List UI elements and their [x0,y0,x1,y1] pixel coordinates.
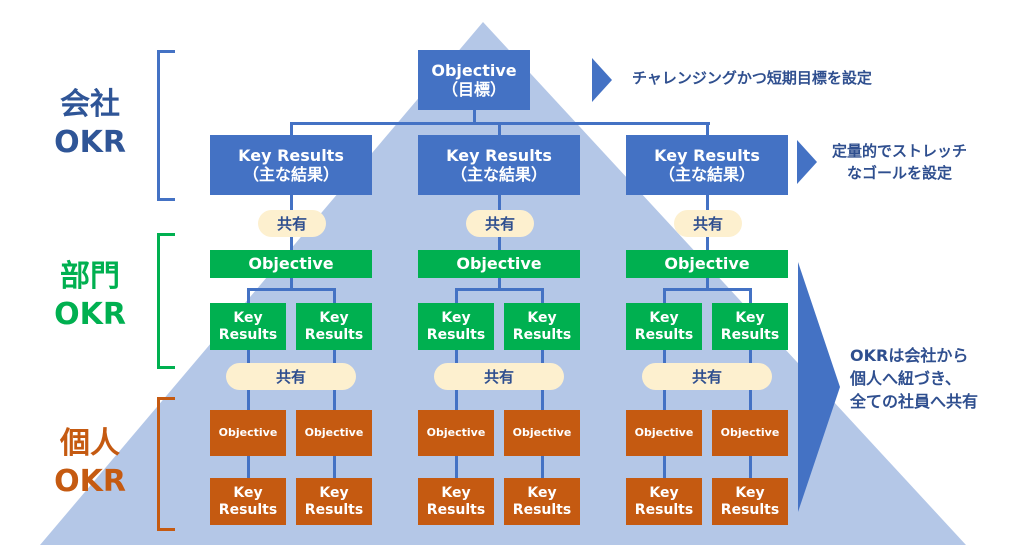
department-kr-line1: Key [649,309,679,326]
connector [706,278,709,290]
company-kr-title: Key Results [446,145,552,165]
individual-objective-box: Objective [712,410,788,456]
share-pill: 共有 [434,363,564,390]
individual-objective-box: Objective [626,410,702,456]
individual-kr-line2: Results [512,501,572,518]
share-pill: 共有 [642,363,772,390]
department-kr-line2: Results [426,326,486,343]
department-label-line1: 部門 [60,259,120,294]
cascade-note-line1: OKRは会社から [850,346,969,365]
individual-objective-box: Objective [296,410,372,456]
connector [455,288,544,291]
company-kr-subtitle: （主な結果） [450,165,547,184]
connector [290,278,293,290]
department-kr-line1: Key [441,309,471,326]
department-kr-line2: Results [720,326,780,343]
connector [498,278,501,290]
department-bracket [157,233,175,369]
individual-objective-box: Objective [418,410,494,456]
individual-kr-line2: Results [720,501,780,518]
connector [247,288,336,291]
company-bracket [157,50,175,201]
company-key-results-box: Key Results（主な結果） [418,135,580,195]
department-objective-box: Objective [626,250,788,278]
department-kr-line1: Key [527,309,557,326]
company-objective-subtitle: （目標） [441,80,506,99]
individual-okr-label: 個人 OKR [45,425,135,500]
individual-label-line2: OKR [54,463,126,499]
connector [706,122,709,135]
connector [663,288,752,291]
individual-objective-box: Objective [210,410,286,456]
department-okr-label: 部門 OKR [45,258,135,333]
individual-label-line1: 個人 [60,426,120,461]
company-kr-subtitle: （主な結果） [242,165,339,184]
department-objective-box: Objective [210,250,372,278]
company-label-line2: OKR [54,124,126,160]
objective-arrow-icon [592,58,612,102]
company-label-line1: 会社 [60,87,120,122]
department-kr-line1: Key [735,309,765,326]
department-kr-line2: Results [304,326,364,343]
cascade-arrow-icon [798,262,840,512]
department-kr-line2: Results [218,326,278,343]
individual-kr-line1: Key [527,484,557,501]
company-objective-title: Objective [431,60,517,80]
individual-kr-line1: Key [441,484,471,501]
department-kr-line2: Results [634,326,694,343]
cascade-note-line3: 全ての社員へ共有 [850,392,979,412]
connector [290,122,293,135]
individual-kr-line1: Key [735,484,765,501]
cascade-note: OKRは会社から 個人へ紐づき、 全ての社員へ共有 [850,344,978,414]
individual-kr-line2: Results [426,501,486,518]
individual-kr-line1: Key [233,484,263,501]
company-objective-box: Objective （目標） [418,50,530,110]
individual-kr-line1: Key [319,484,349,501]
individual-kr-line2: Results [634,501,694,518]
kr-arrow-icon [797,140,817,184]
cascade-note-line2: 個人へ紐づき、 [850,369,961,389]
share-pill: 共有 [466,210,534,237]
share-pill: 共有 [258,210,326,237]
individual-objective-box: Objective [504,410,580,456]
connector [498,122,501,135]
department-kr-line1: Key [233,309,263,326]
company-key-results-box: Key Results（主な結果） [210,135,372,195]
company-kr-title: Key Results [238,145,344,165]
department-kr-line1: Key [319,309,349,326]
department-kr-line2: Results [512,326,572,343]
share-pill: 共有 [226,363,356,390]
department-objective-box: Objective [418,250,580,278]
individual-kr-line2: Results [218,501,278,518]
department-label-line2: OKR [54,296,126,332]
company-okr-label: 会社 OKR [45,86,135,161]
kr-note-line2: なゴールを設定 [847,163,953,182]
objective-note: チャレンジングかつ短期目標を設定 [632,69,872,87]
share-pill: 共有 [674,210,742,237]
individual-bracket [157,397,175,531]
kr-note: 定量的でストレッチ なゴールを設定 [832,141,967,185]
individual-kr-line2: Results [304,501,364,518]
individual-kr-line1: Key [649,484,679,501]
connector [473,110,476,124]
kr-note-line1: 定量的でストレッチ [832,142,968,160]
company-kr-title: Key Results [654,145,760,165]
company-key-results-box: Key Results（主な結果） [626,135,788,195]
company-kr-subtitle: （主な結果） [658,165,755,184]
